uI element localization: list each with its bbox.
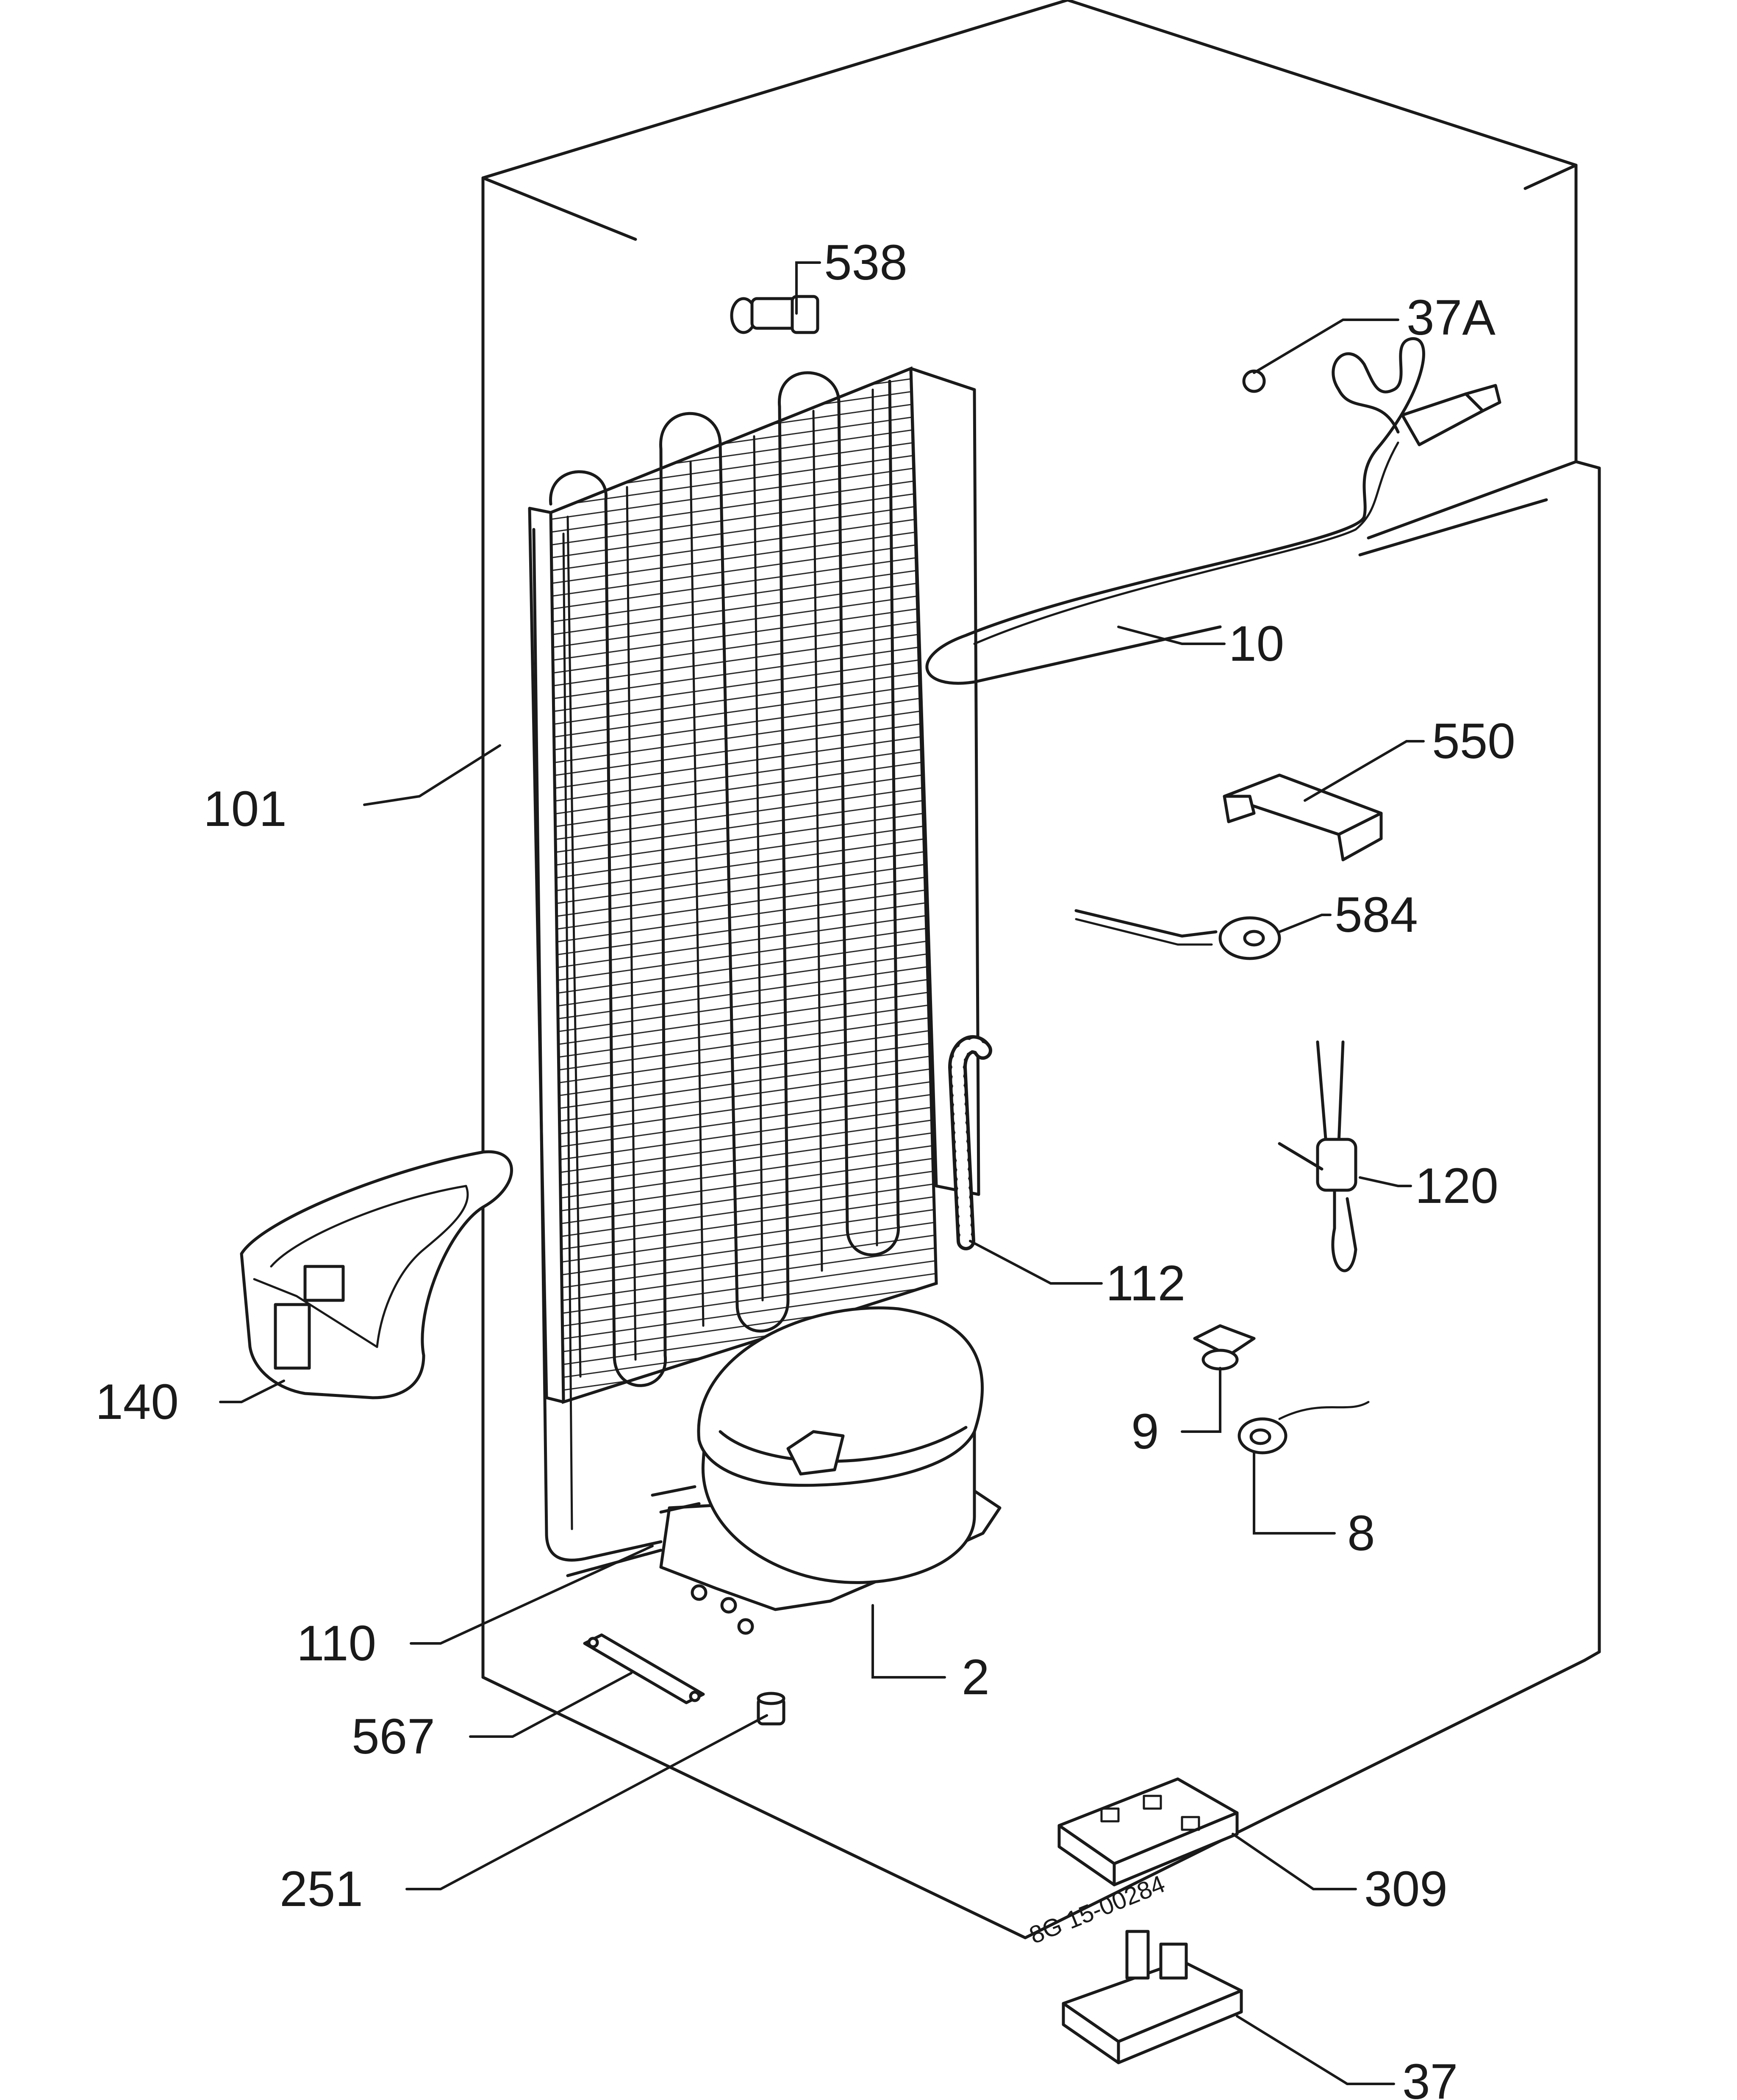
module-37 (1062, 1930, 1243, 2064)
label-2: 2 (962, 1649, 990, 1705)
label-251: 251 (280, 1861, 363, 1917)
label-110: 110 (297, 1615, 376, 1671)
label-309: 309 (1364, 1861, 1448, 1917)
leader-lines (219, 261, 1425, 2085)
clip-538 (730, 295, 819, 334)
thermostat-120 (1278, 1040, 1357, 1272)
label-8: 8 (1347, 1505, 1375, 1561)
drain-hose-112 (948, 1035, 992, 1250)
compressor-2 (566, 1306, 1002, 1635)
drip-tray-140 (240, 1150, 513, 1399)
label-584: 584 (1335, 887, 1418, 943)
label-538: 538 (824, 235, 907, 291)
module-309 (1057, 1777, 1239, 1887)
pipe-10 (925, 337, 1501, 685)
label-9: 9 (1131, 1404, 1159, 1460)
label-567: 567 (352, 1709, 435, 1765)
bracket-550 (1223, 773, 1383, 862)
cabinet-outline (481, 0, 1601, 1939)
label-37: 37 (1402, 2054, 1458, 2100)
part-labels: 538 37A 10 101 550 584 120 112 140 9 8 1… (95, 235, 1515, 2100)
condenser-101 (528, 366, 980, 1562)
cap-8 (1238, 1401, 1370, 1454)
label-120: 120 (1415, 1158, 1498, 1214)
label-101: 101 (203, 781, 287, 837)
plate-567 (583, 1633, 705, 1704)
label-550: 550 (1432, 713, 1515, 769)
relay-9 (1193, 1324, 1256, 1371)
label-10: 10 (1229, 616, 1284, 672)
label-112: 112 (1106, 1255, 1185, 1311)
label-37a: 37A (1407, 290, 1496, 346)
sensor-584 (1074, 909, 1281, 960)
label-140: 140 (95, 1374, 179, 1430)
